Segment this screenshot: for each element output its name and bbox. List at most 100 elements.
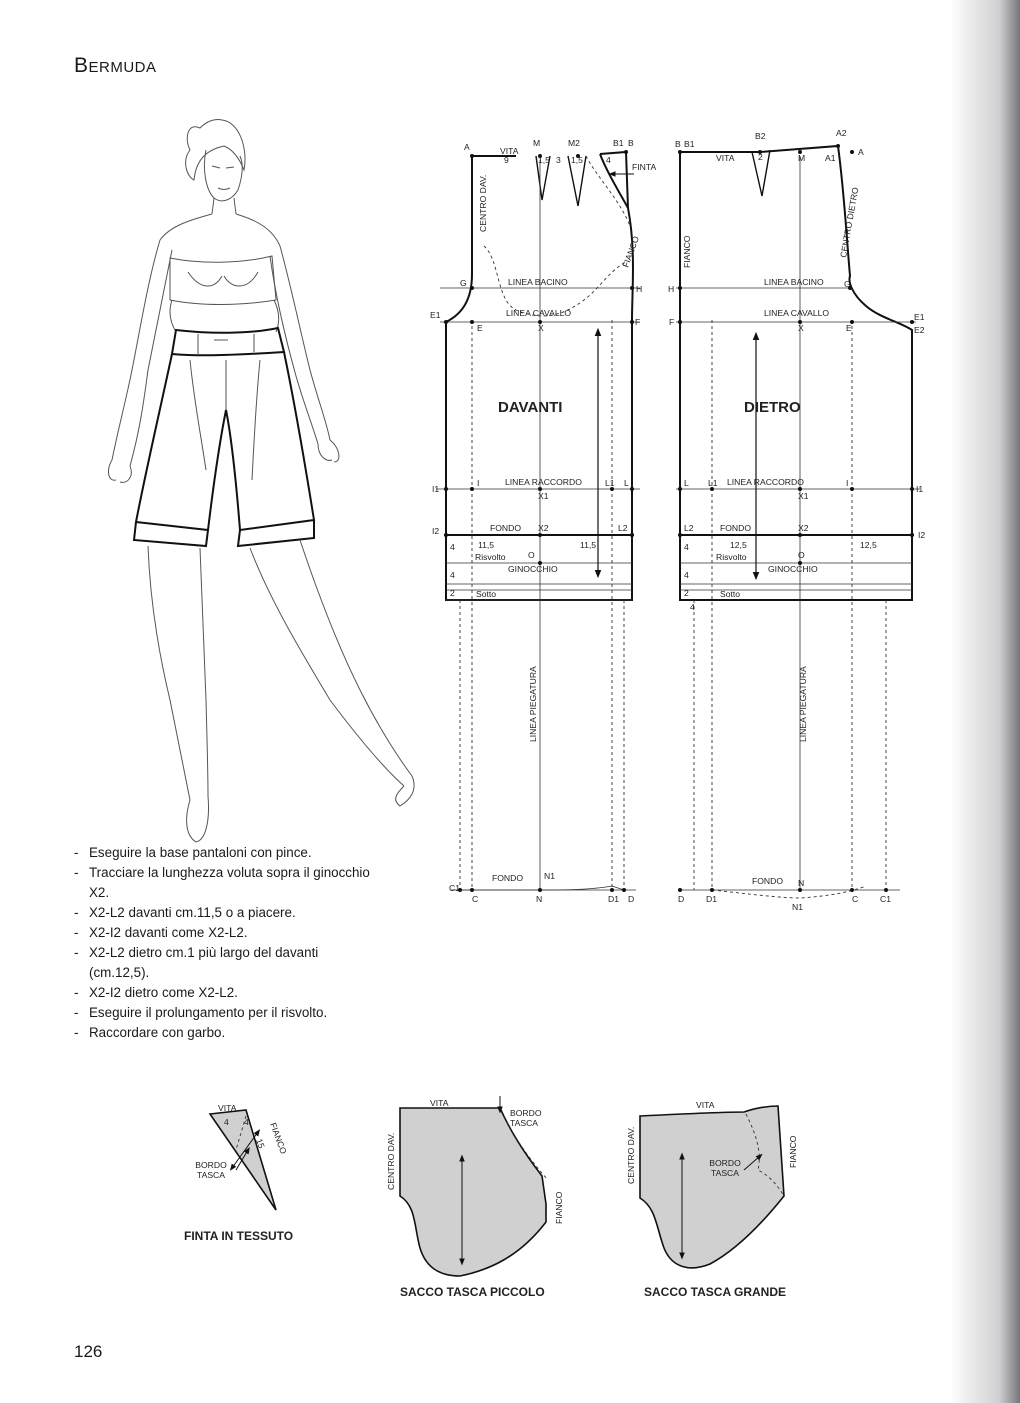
instruction-item: X2-I2 dietro come X2-L2. bbox=[74, 983, 374, 1003]
measure-label: 9 bbox=[504, 155, 509, 165]
point-label: L bbox=[684, 478, 689, 488]
point-label: L2 bbox=[684, 523, 694, 533]
back-ginocchio: GINOCCHIO bbox=[768, 564, 818, 574]
sacco-grande-centro-dav: CENTRO DAV. bbox=[626, 1127, 636, 1184]
front-pattern: DAVANTI VITA FINTA CENTRO DAV. FIANCO LI… bbox=[430, 138, 656, 904]
instruction-item: Eseguire il prolungamento per il risvolt… bbox=[74, 1003, 374, 1023]
measure-label: 11,5 bbox=[580, 540, 596, 550]
point-label: H bbox=[668, 284, 674, 294]
point-label: N1 bbox=[792, 902, 803, 912]
measure-label: 2 bbox=[684, 588, 689, 598]
measure-label: 1,5 bbox=[538, 155, 550, 165]
measure-label: 2 bbox=[450, 588, 455, 598]
back-linea-piegatura: LINEA PIEGATURA bbox=[798, 666, 808, 742]
point-label: D bbox=[628, 894, 634, 904]
back-centro-dietro-label: CENTRO DIETRO bbox=[838, 186, 860, 258]
sacco-grande-vita: VITA bbox=[696, 1100, 715, 1110]
point-label: F bbox=[669, 317, 674, 327]
front-linea-raccordo: LINEA RACCORDO bbox=[505, 477, 582, 487]
back-outline bbox=[679, 144, 913, 601]
finta-vita: VITA bbox=[218, 1103, 237, 1113]
point-label: A bbox=[464, 142, 470, 152]
back-sotto: Sotto bbox=[720, 589, 740, 599]
sacco-piccolo-vita: VITA bbox=[430, 1098, 449, 1108]
front-fianco-label: FIANCO bbox=[620, 234, 641, 268]
measure-label: 4 bbox=[450, 570, 455, 580]
front-linea-bacino: LINEA BACINO bbox=[508, 277, 568, 287]
point-label: G bbox=[844, 279, 851, 289]
back-fondo-bottom: FONDO bbox=[752, 876, 783, 886]
instruction-item: X2-I2 davanti come X2-L2. bbox=[74, 923, 374, 943]
finta-piece: VITA 4 4 15 FIANCO BORDO TASCA FINTA IN … bbox=[184, 1103, 293, 1243]
front-title: DAVANTI bbox=[498, 399, 562, 416]
point-label: C1 bbox=[880, 894, 891, 904]
instruction-item: X2-L2 davanti cm.11,5 o a piacere. bbox=[74, 903, 374, 923]
point-label: B1 bbox=[684, 139, 695, 149]
front-sotto: Sotto bbox=[476, 589, 496, 599]
page-edge-shadow bbox=[950, 0, 1020, 1403]
back-title: DIETRO bbox=[744, 399, 801, 416]
point-label: I1 bbox=[916, 484, 923, 494]
measure-label: 1,5 bbox=[571, 155, 583, 165]
point-label: X bbox=[798, 323, 804, 333]
point-label: L1 bbox=[605, 478, 615, 488]
point-label: B2 bbox=[755, 131, 766, 141]
point-label: C1 bbox=[449, 883, 460, 893]
back-fianco-label: FIANCO bbox=[682, 235, 692, 268]
finta-caption: FINTA IN TESSUTO bbox=[184, 1229, 293, 1243]
point-label: B bbox=[628, 138, 634, 148]
measure-label: 4 bbox=[684, 570, 689, 580]
point-label: L bbox=[624, 478, 629, 488]
point-label: N bbox=[798, 878, 804, 888]
point-label: M2 bbox=[568, 138, 580, 148]
sacco-grande-piece: VITA CENTRO DAV. BORDO TASCA FIANCO SACC… bbox=[626, 1100, 798, 1299]
point-label: E1 bbox=[430, 310, 441, 320]
point-label: I2 bbox=[918, 530, 925, 540]
measure-label: 2 bbox=[758, 152, 763, 162]
front-linea-cavallo: LINEA CAVALLO bbox=[506, 308, 571, 318]
point-label: E1 bbox=[914, 312, 925, 322]
sacco-piccolo-fianco: FIANCO bbox=[554, 1191, 564, 1224]
point-label: N1 bbox=[544, 871, 555, 881]
front-ginocchio: GINOCCHIO bbox=[508, 564, 558, 574]
finta-m4b: 4 bbox=[244, 1117, 249, 1127]
point-label: M bbox=[533, 138, 540, 148]
measure-label: 12,5 bbox=[730, 540, 747, 550]
back-fondo: FONDO bbox=[720, 523, 751, 533]
point-label: I1 bbox=[432, 484, 439, 494]
finta-fianco: FIANCO bbox=[268, 1121, 289, 1155]
sacco-grande-fianco: FIANCO bbox=[788, 1135, 798, 1168]
sacco-piccolo-bordo-tasca: BORDO TASCA bbox=[510, 1108, 542, 1128]
sacco-grande-bordo-tasca: BORDO TASCA bbox=[709, 1158, 741, 1178]
sacco-piccolo-piece: VITA CENTRO DAV. BORDO TASCA FIANCO SACC… bbox=[386, 1096, 564, 1299]
front-finta-label: FINTA bbox=[632, 162, 656, 172]
front-fondo-bottom: FONDO bbox=[492, 873, 523, 883]
point-label: D1 bbox=[608, 894, 619, 904]
fashion-figure-illustration bbox=[108, 119, 415, 843]
point-label: I bbox=[846, 478, 848, 488]
instruction-item: Eseguire la base pantaloni con pince. bbox=[74, 843, 374, 863]
point-label: M bbox=[798, 153, 805, 163]
point-label: X1 bbox=[798, 491, 809, 501]
sacco-grande-caption: SACCO TASCA GRANDE bbox=[644, 1285, 786, 1299]
point-label: I2 bbox=[432, 526, 439, 536]
measure-label: 4 bbox=[690, 602, 695, 612]
point-label: D bbox=[678, 894, 684, 904]
point-label: A2 bbox=[836, 128, 847, 138]
point-label: X bbox=[538, 323, 544, 333]
back-linea-raccordo: LINEA RACCORDO bbox=[727, 477, 804, 487]
point-label: B bbox=[675, 139, 681, 149]
point-label: X2 bbox=[798, 523, 809, 533]
point-label: X2 bbox=[538, 523, 549, 533]
measure-label: 4 bbox=[606, 155, 611, 165]
measure-label: 11,5 bbox=[478, 540, 494, 550]
point-label: I bbox=[477, 478, 479, 488]
point-label: X1 bbox=[538, 491, 549, 501]
point-label: C bbox=[472, 894, 478, 904]
point-label: G bbox=[460, 278, 467, 288]
point-label: A1 bbox=[825, 153, 836, 163]
point-label: H bbox=[636, 284, 642, 294]
point-label: B1 bbox=[613, 138, 624, 148]
point-label: O bbox=[798, 550, 805, 560]
